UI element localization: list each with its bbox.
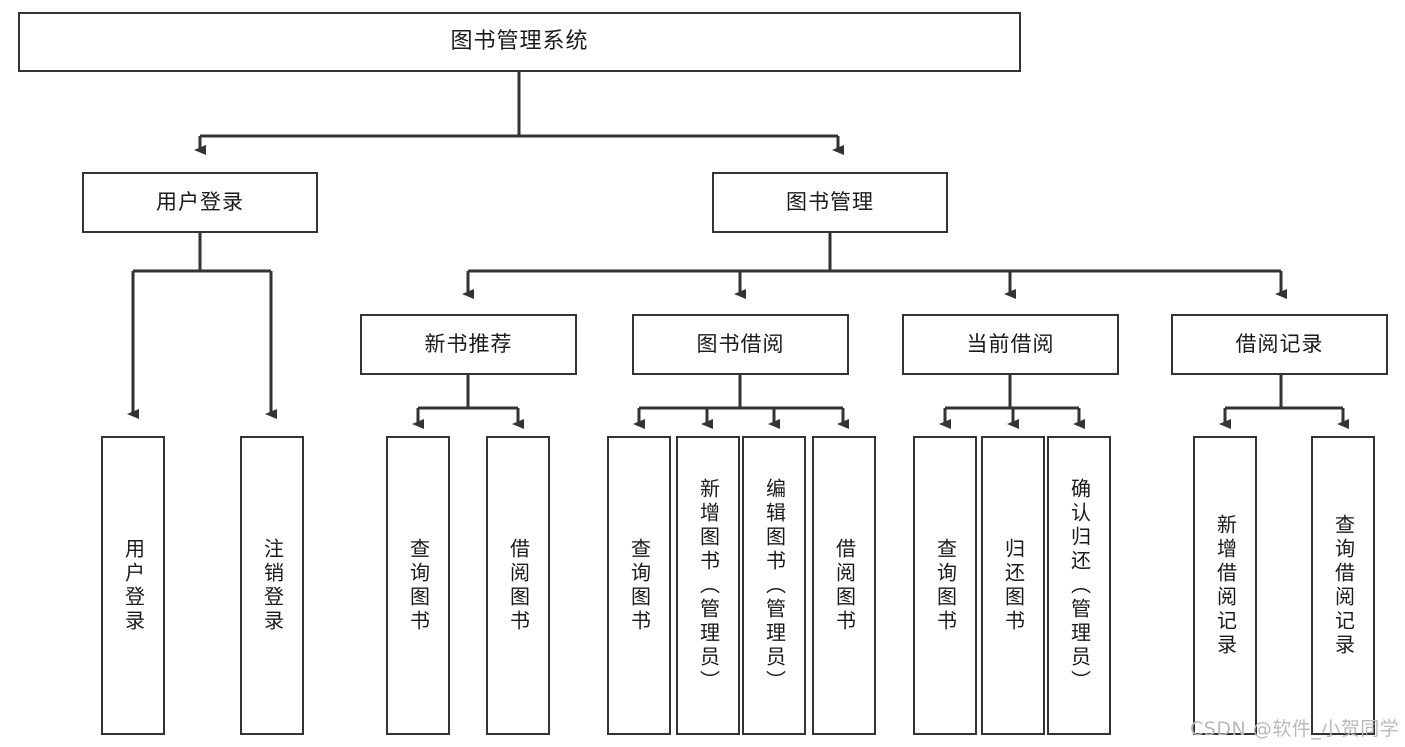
node-book-borrow-label: 图书借阅	[696, 331, 785, 356]
node-leaf-query-book-1-label: 查询图书	[406, 537, 431, 634]
node-leaf-query-book-3-label: 查询图书	[933, 537, 958, 634]
node-leaf-confirm-return[interactable]: 确认归还（管理员）	[1047, 436, 1111, 735]
node-leaf-borrow-book-2-label: 借阅图书	[832, 537, 857, 634]
node-book-manage[interactable]: 图书管理	[712, 172, 948, 233]
node-borrow-record-label: 借阅记录	[1235, 331, 1324, 356]
node-current-borrow-label: 当前借阅	[966, 331, 1055, 356]
node-current-borrow[interactable]: 当前借阅	[902, 314, 1119, 375]
node-leaf-user-login-label: 用户登录	[121, 537, 146, 634]
node-book-manage-label: 图书管理	[786, 189, 874, 214]
node-user-login-label: 用户登录	[156, 189, 244, 214]
node-leaf-user-login[interactable]: 用户登录	[101, 436, 165, 735]
node-leaf-query-book-2[interactable]: 查询图书	[607, 436, 671, 735]
node-leaf-borrow-book-1-label: 借阅图书	[506, 537, 531, 634]
node-root-label: 图书管理系统	[450, 28, 589, 54]
node-borrow-record[interactable]: 借阅记录	[1171, 314, 1388, 375]
csdn-watermark: CSDN @软件_小贺同学	[1190, 718, 1400, 740]
node-leaf-edit-book[interactable]: 编辑图书（管理员）	[742, 436, 806, 735]
node-user-login[interactable]: 用户登录	[82, 172, 318, 233]
node-new-book-recommend-label: 新书推荐	[424, 331, 513, 356]
node-leaf-borrow-book-1[interactable]: 借阅图书	[486, 436, 550, 735]
node-leaf-logout-login-label: 注销登录	[260, 537, 285, 634]
node-leaf-query-book-1[interactable]: 查询图书	[386, 436, 450, 735]
node-book-borrow[interactable]: 图书借阅	[632, 314, 849, 375]
node-leaf-edit-book-label: 编辑图书（管理员）	[762, 477, 787, 694]
node-leaf-query-record-label: 查询借阅记录	[1331, 513, 1356, 658]
node-leaf-logout-login[interactable]: 注销登录	[240, 436, 304, 735]
node-leaf-query-book-3[interactable]: 查询图书	[913, 436, 977, 735]
node-leaf-add-record[interactable]: 新增借阅记录	[1193, 436, 1257, 735]
node-leaf-query-record[interactable]: 查询借阅记录	[1311, 436, 1375, 735]
node-leaf-confirm-return-label: 确认归还（管理员）	[1067, 477, 1092, 694]
node-leaf-add-book-label: 新增图书（管理员）	[696, 477, 721, 694]
node-leaf-add-book[interactable]: 新增图书（管理员）	[676, 436, 740, 735]
node-leaf-return-book[interactable]: 归还图书	[981, 436, 1045, 735]
node-leaf-add-record-label: 新增借阅记录	[1213, 513, 1238, 658]
node-root[interactable]: 图书管理系统	[18, 12, 1021, 72]
node-leaf-return-book-label: 归还图书	[1001, 537, 1026, 634]
node-new-book-recommend[interactable]: 新书推荐	[360, 314, 577, 375]
node-leaf-query-book-2-label: 查询图书	[627, 537, 652, 634]
node-leaf-borrow-book-2[interactable]: 借阅图书	[812, 436, 876, 735]
